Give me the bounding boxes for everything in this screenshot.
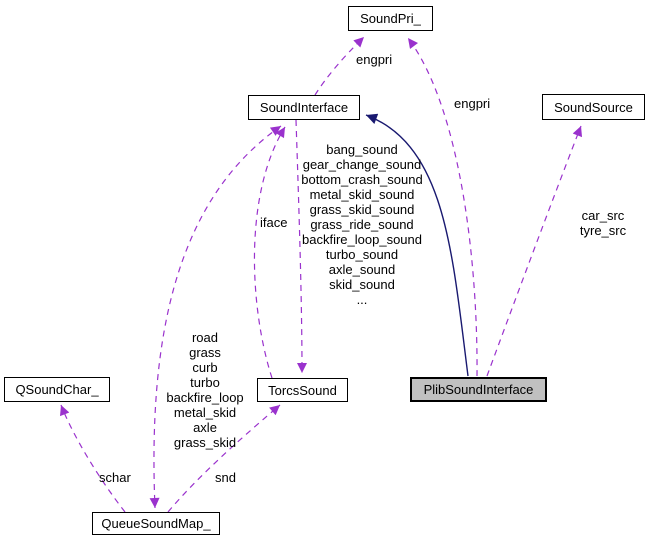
node-plibsoundinterface: PlibSoundInterface <box>410 377 547 402</box>
node-qsoundchar[interactable]: QSoundChar_ <box>4 377 110 402</box>
edge-inheritance-plibsoundinterface-soundinterface <box>365 113 469 377</box>
node-queuesoundmap[interactable]: QueueSoundMap_ <box>92 512 220 535</box>
edge-label-snd: snd <box>215 470 236 485</box>
edge-label-schar: schar <box>99 470 131 485</box>
edge-snd-queuesoundmap-torcssound <box>167 404 281 513</box>
edge-engpri-soundinterface-soundpri <box>314 36 365 96</box>
edge-label-queuesoundmap-members: road grass curb turbo backfire_loop meta… <box>166 330 244 450</box>
edge-carsrc-plibsoundinterface-soundsource <box>486 125 583 377</box>
edge-maps-soundinterface-queuesoundmap <box>149 125 282 509</box>
edge-label-engpri-soundinterface: engpri <box>356 52 393 67</box>
edge-label-soundsource-members: car_src tyre_src <box>579 208 627 238</box>
node-soundsource[interactable]: SoundSource <box>542 94 645 120</box>
node-torcssound[interactable]: TorcsSound <box>257 378 348 402</box>
edge-schar-queuesoundmap-qsoundchar <box>60 404 126 513</box>
edge-label-torcssound-members: bang_sound gear_change_sound bottom_cras… <box>301 142 423 307</box>
node-soundinterface[interactable]: SoundInterface <box>248 95 360 120</box>
node-soundpri[interactable]: SoundPri_ <box>348 6 433 31</box>
edge-iface-torcssound-soundinterface <box>253 126 286 379</box>
edge-engpri-plibsoundinterface-soundpri <box>407 37 478 377</box>
edge-sounds-soundinterface-torcssound <box>295 119 307 374</box>
edge-label-iface: iface <box>260 215 288 230</box>
edge-label-engpri-plibsoundinterface: engpri <box>454 96 491 111</box>
